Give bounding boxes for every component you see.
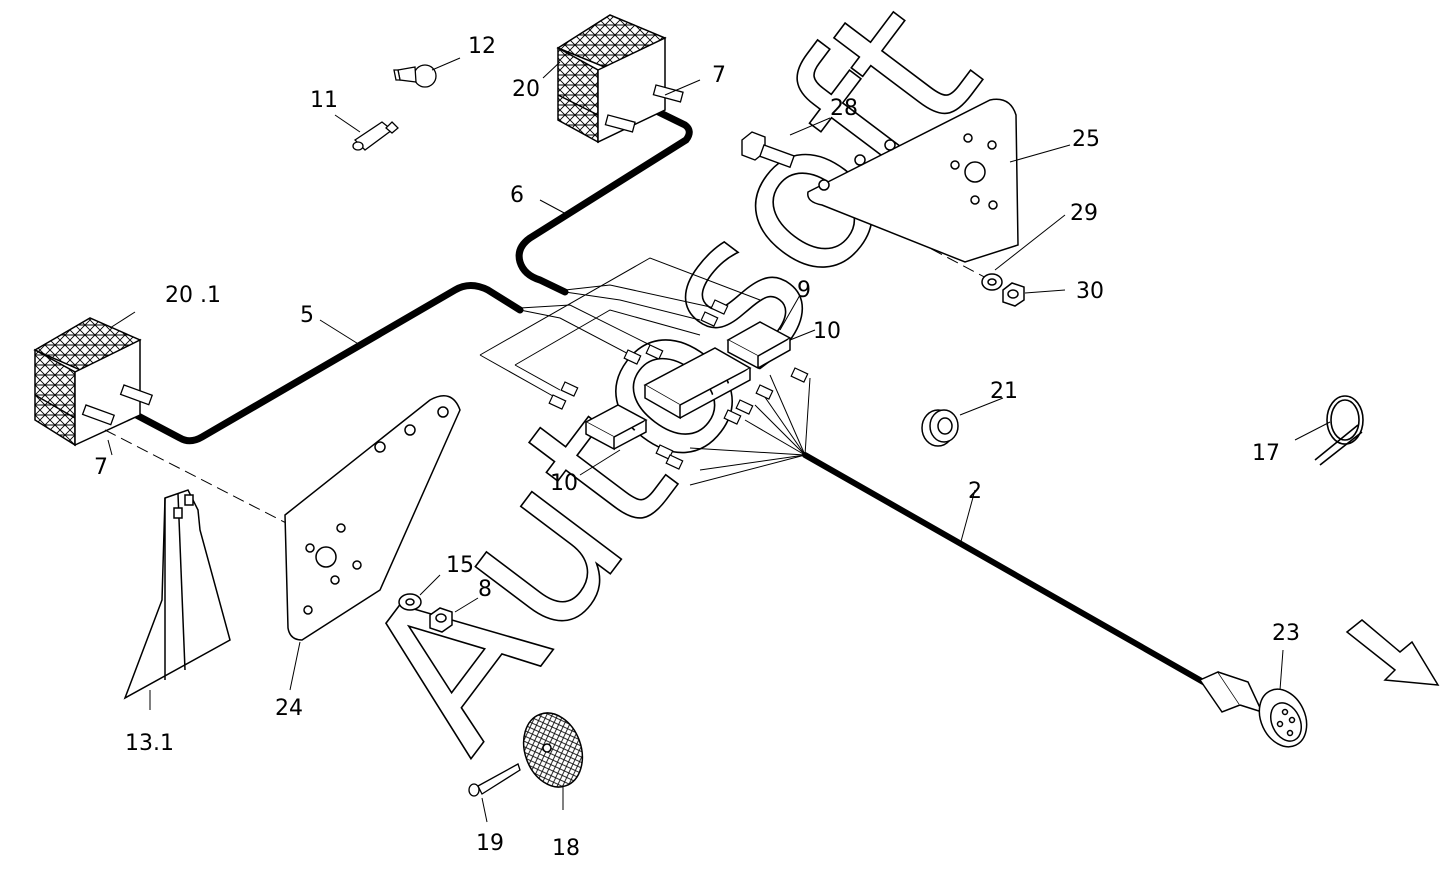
stand-13-1 [123,489,231,700]
label-19: 19 [476,831,504,856]
cable-2 [802,452,1208,686]
label-20: 20 [512,77,540,102]
mounting-plate-25 [807,98,1019,263]
ring-pin-17 [1314,395,1364,466]
cable-5 [104,282,524,445]
label-9: 9 [797,278,811,303]
nut-8 [429,607,453,633]
screw-19 [468,763,521,797]
label-25: 25 [1072,127,1100,152]
label-7-top: 7 [712,63,726,88]
label-10-upper: 10 [813,319,841,344]
terminal-connectors [548,299,809,470]
label-18: 18 [552,836,580,861]
label-28: 28 [830,96,858,121]
mounting-plate-24 [284,395,461,641]
label-20-1: 20 .1 [165,283,221,308]
direction-arrow [1345,619,1440,686]
cable-6 [515,99,693,296]
label-10-lower: 10 [550,471,578,496]
harness-wires [479,257,811,486]
bulb-11 [352,121,399,151]
label-6: 6 [510,183,524,208]
label-29: 29 [1070,201,1098,226]
bolt-28 [741,131,795,169]
label-30: 30 [1076,279,1104,304]
washer-15 [398,593,422,611]
label-7-left: 7 [94,455,108,480]
junction-box [643,347,752,420]
grommet-21 [921,409,959,447]
label-2: 2 [968,479,982,504]
nut-30 [1002,282,1025,307]
label-23: 23 [1272,621,1300,646]
connector-block-upper [726,321,792,370]
trailer-plug-23 [1198,671,1308,748]
label-24: 24 [275,696,303,721]
connector-block-lower [584,404,648,451]
label-5: 5 [300,303,314,328]
leader-lines [107,57,1331,823]
label-21: 21 [990,379,1018,404]
lamp-20-1-studs [81,384,154,426]
label-17: 17 [1252,441,1280,466]
tail-lamp-20 [556,14,667,144]
reflector-18 [522,712,584,788]
label-8: 8 [478,577,492,602]
label-15: 15 [446,553,474,578]
bulb-12 [393,64,437,88]
label-12: 12 [468,34,496,59]
label-13-1: 13.1 [125,731,174,756]
label-11: 11 [310,88,338,113]
tail-lamp-20-1 [33,317,142,447]
washer-29 [981,273,1003,291]
